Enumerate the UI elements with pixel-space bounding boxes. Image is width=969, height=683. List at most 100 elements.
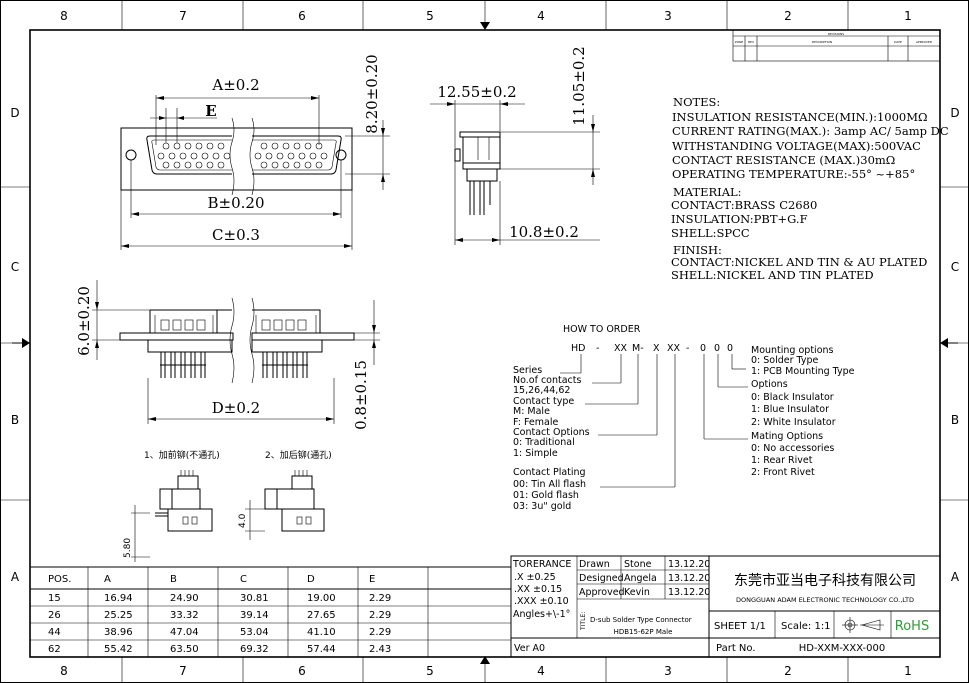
flange-outline (120, 127, 353, 191)
order-leader-lines (560, 354, 748, 488)
order-option: Options (751, 379, 788, 390)
signoff-role: Drawn (579, 559, 610, 570)
variant-views: 1、加前铆(不通孔) 2、加后铆(通孔) 5.80 4.0 (123, 449, 332, 562)
dim-h-label: 8.20±0.20 (363, 54, 381, 133)
order-code-part: 0 (714, 343, 720, 354)
order-option: 2: Front Rivet (751, 467, 815, 478)
title-line-2: HDB15-62P Male (614, 628, 673, 636)
rev-header: APPROVED (916, 40, 933, 44)
table-cell: 47.04 (170, 627, 199, 638)
order-option: 03: 3u" gold (513, 501, 571, 512)
table-header: B (170, 574, 177, 585)
col-label-bottom: 6 (298, 664, 306, 678)
sheet-label: SHEET 1/1 (714, 621, 766, 632)
order-option: 2: White Insulator (751, 417, 836, 428)
table-cell: 2.29 (369, 593, 391, 604)
finish-header: FINISH: (673, 243, 722, 257)
revisions-block: REVISIONS ZONE REV DESCRIPTION DATE APPR… (732, 29, 941, 62)
rev-header: DESCRIPTION (812, 40, 832, 44)
dim-e-label: E (205, 102, 216, 120)
finish-line: SHELL:NICKEL AND TIN PLATED (671, 268, 874, 282)
table-cell: 38.96 (104, 627, 133, 638)
tolerance-line: Angles+\-1° (513, 609, 570, 620)
col-label-top: 1 (904, 9, 912, 23)
material-line: INSULATION:PBT+G.F (671, 212, 808, 226)
col-label-top: 3 (664, 9, 672, 23)
table-header: E (369, 574, 375, 585)
order-code-part: 0 (727, 343, 733, 354)
row-label-right: C (951, 260, 959, 274)
dim-vh-label: 11.05±0.2 (570, 46, 588, 125)
order-code-part: XX (667, 343, 681, 354)
order-option: 1: PCB Mounting Type (751, 366, 855, 377)
table-cell: 16.94 (104, 593, 133, 604)
note-line: INSULATION RESISTANCE(MIN.):1000MΩ (672, 110, 928, 124)
row-label-right: D (950, 106, 959, 120)
table-cell: 57.44 (307, 644, 336, 655)
zone-labels: 8 7 6 5 4 3 2 1 8 7 6 5 4 3 2 1 D C B A … (10, 9, 960, 678)
order-option: 00: Tin All flash (513, 479, 586, 490)
notes: NOTES: INSULATION RESISTANCE(MIN.):1000M… (671, 95, 949, 282)
note-line: CONTACT RESISTANCE (MAX.)30mΩ (672, 153, 895, 167)
row-label-left: B (11, 413, 19, 427)
variant-1-dim: 5.80 (123, 538, 133, 558)
signoff-date: 13.12.20 (668, 587, 710, 598)
side-view: 12.55±0.2 11.05±0.2 10.8±0.2 (430, 46, 600, 245)
table-cell: 2.29 (369, 610, 391, 621)
order-code-part: - (686, 343, 689, 354)
rev-header: REV (748, 40, 755, 44)
order-title: HOW TO ORDER (563, 324, 641, 335)
projection-symbol (842, 617, 884, 633)
table-cell: 41.10 (307, 627, 336, 638)
col-label-top: 5 (426, 9, 434, 23)
col-label-top: 2 (784, 9, 792, 23)
order-option: Mating Options (751, 431, 823, 442)
mount-hole-left (125, 149, 137, 161)
center-arrow-bottom (480, 656, 490, 664)
order-option: Contact type (513, 396, 574, 407)
col-label-top: 8 (60, 9, 68, 23)
dimension-table: POS. A B C D E 15 16.94 24.90 30.81 19.0… (29, 566, 512, 658)
col-label-top: 4 (537, 9, 545, 23)
table-cell: 24.90 (170, 593, 199, 604)
table-header: D (307, 574, 315, 585)
bottom-pins (160, 352, 308, 378)
rev-header: ZONE (735, 40, 744, 44)
table-cell: 25.25 (104, 610, 133, 621)
part-number: HD-XXM-XXX-000 (799, 643, 886, 654)
table-cell: 27.65 (307, 610, 336, 621)
dim-pin-label: 0.8±0.15 (352, 360, 370, 430)
col-label-top: 6 (298, 9, 306, 23)
table-header: A (104, 574, 111, 585)
front-view: A±0.2 E B±0.20 C±0.3 8.20±0.20 (120, 54, 390, 250)
order-option: 01: Gold flash (513, 490, 579, 501)
row-label-right: B (951, 413, 959, 427)
table-cell: 55.42 (104, 644, 133, 655)
dim-a-label: A±0.2 (211, 76, 259, 94)
col-label-bottom: 2 (784, 664, 792, 678)
table-header: POS. (48, 574, 71, 585)
part-label: Part No. (716, 643, 756, 654)
signoff-date: 13.12.20 (668, 559, 710, 570)
order-code-part: - (596, 343, 599, 354)
title-label: TITLE: (580, 612, 587, 631)
order-option: M: Male (513, 406, 550, 417)
order-code-part: X (653, 343, 660, 354)
notes-header: NOTES: (673, 95, 720, 109)
order-option: Contact Plating (513, 467, 586, 478)
order-code-part: M- (632, 343, 644, 354)
finish-line: CONTACT:NICKEL AND TIN & AU PLATED (671, 255, 927, 269)
title-line-1: D-sub Solder Type Connector (590, 616, 692, 624)
order-option: 0: Black Insulator (751, 392, 834, 403)
table-cell: 44 (48, 627, 61, 638)
note-line: OPERATING TEMPERATURE:-55° ~+85° (672, 167, 915, 181)
col-label-bottom: 3 (664, 664, 672, 678)
scale-label: Scale: 1:1 (781, 621, 831, 632)
table-cell: 33.32 (170, 610, 199, 621)
table-cell: 2.43 (369, 644, 391, 655)
order-code-part: XX (614, 343, 628, 354)
how-to-order: HOW TO ORDER HD - XX M- X XX - 0 0 0 Ser… (513, 324, 855, 512)
order-option: No.of contacts (513, 375, 581, 386)
